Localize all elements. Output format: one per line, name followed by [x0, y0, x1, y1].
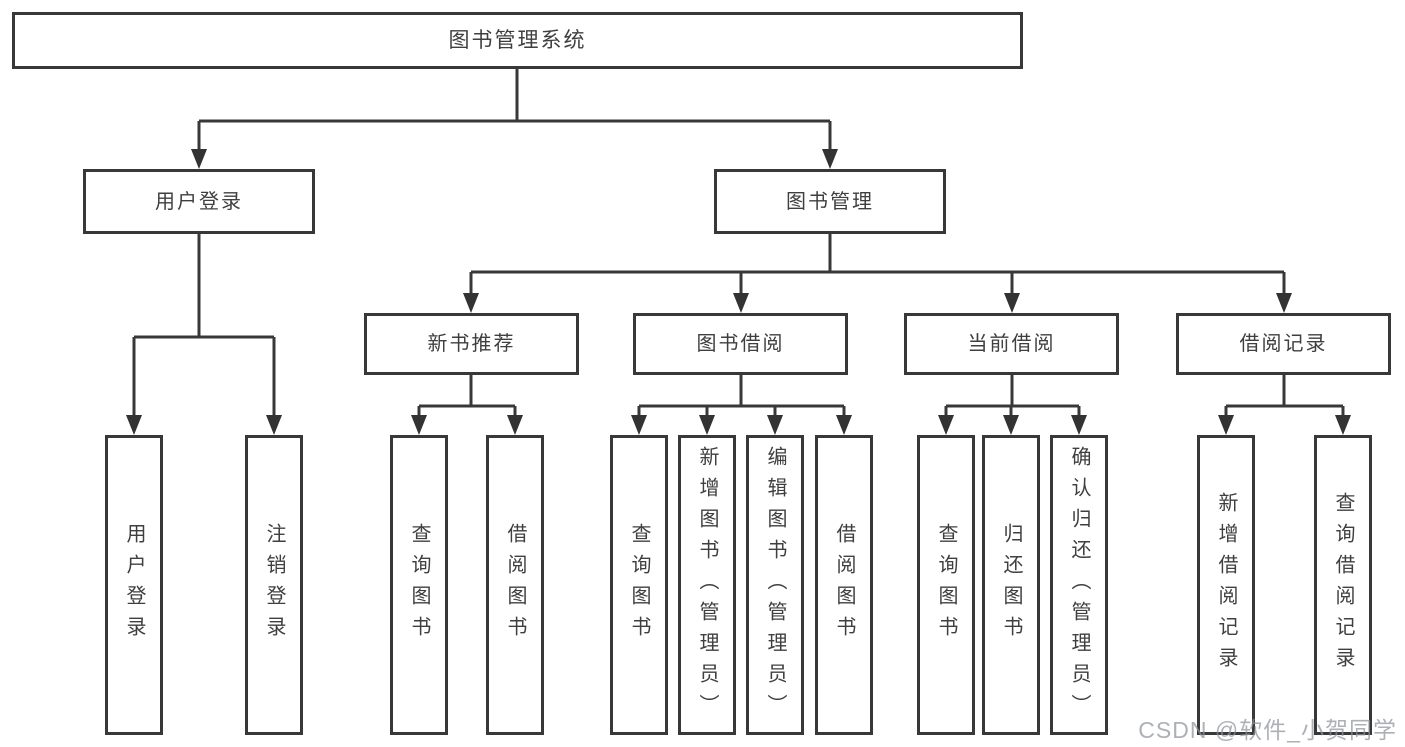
node-book-borrowing: 图书借阅 — [633, 313, 848, 375]
node-borrowing-records: 借阅记录 — [1176, 313, 1391, 375]
leaf-rec-query-books: 查询图书 — [390, 435, 448, 735]
leaf-rec-borrow-books: 借阅图书 — [486, 435, 544, 735]
leaf-cb-return-books: 归还图书 — [982, 435, 1040, 735]
leaf-bb-query-books: 查询图书 — [610, 435, 668, 735]
leaf-br-add-record: 新增借阅记录 — [1197, 435, 1255, 735]
node-book-management: 图书管理 — [714, 169, 946, 234]
leaf-br-query-record: 查询借阅记录 — [1314, 435, 1372, 735]
csdn-watermark: CSDN @软件_小贺同学 — [1138, 717, 1397, 743]
leaf-cb-confirm-return-admin: 确认归还（管理员） — [1050, 435, 1108, 735]
leaf-bb-add-books-admin: 新增图书（管理员） — [678, 435, 736, 735]
node-new-book-recommend: 新书推荐 — [364, 313, 579, 375]
leaf-bb-borrow-books: 借阅图书 — [815, 435, 873, 735]
leaf-cb-query-books: 查询图书 — [917, 435, 975, 735]
node-user-login: 用户登录 — [83, 169, 315, 234]
leaf-logout-login: 注销登录 — [245, 435, 303, 735]
node-current-borrowing: 当前借阅 — [904, 313, 1119, 375]
leaf-user-login: 用户登录 — [105, 435, 163, 735]
node-library-system: 图书管理系统 — [12, 12, 1023, 69]
leaf-bb-edit-books-admin: 编辑图书（管理员） — [746, 435, 804, 735]
